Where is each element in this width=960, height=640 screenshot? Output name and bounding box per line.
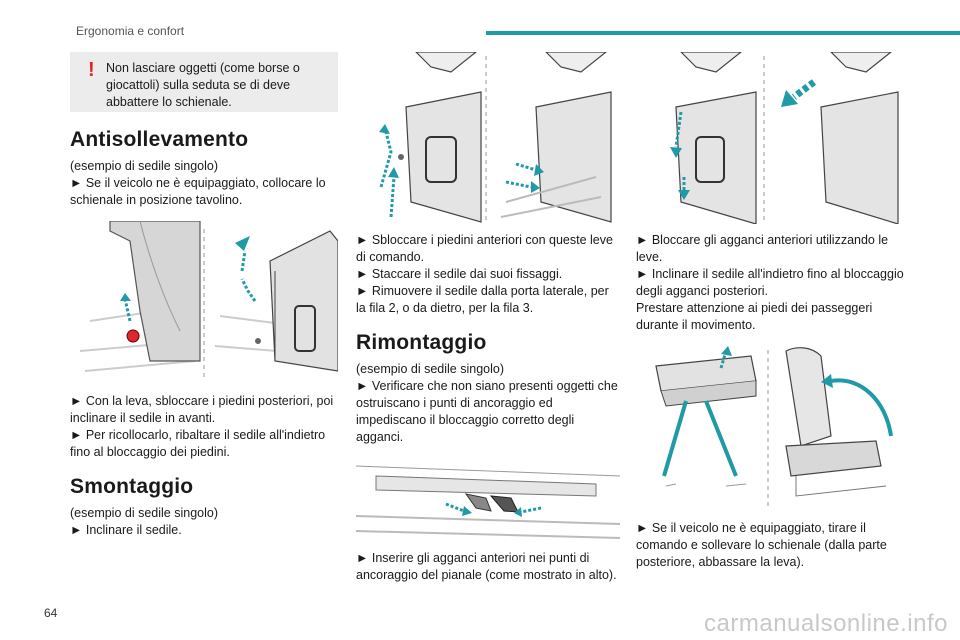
- antisollevamento-step-2: ► Con la leva, sbloccare i piedini poste…: [70, 394, 334, 425]
- antisollevamento-example: (esempio di sedile singolo): [70, 159, 218, 173]
- watermark: carmanualsonline.info: [704, 610, 948, 637]
- anchor-hook-illustration: [356, 465, 620, 539]
- rimontaggio-example: (esempio di sedile singolo): [356, 362, 504, 376]
- rimontaggio-step-1: ► Verificare che non siano presenti ogge…: [356, 379, 618, 444]
- heading-smontaggio: Smontaggio: [70, 475, 194, 498]
- exclamation-icon: !: [88, 59, 95, 81]
- schienale-step: ► Se il veicolo ne è equipaggiato, tirar…: [636, 521, 887, 569]
- smontaggio-step-2: ► Sbloccare i piedini anteriori con ques…: [356, 233, 613, 264]
- warning-text: Non lasciare oggetti (come borse o gioca…: [106, 61, 300, 109]
- header-accent-bar: [486, 31, 960, 35]
- seat-tilt-illustration: [70, 221, 338, 385]
- heading-antisollevamento: Antisollevamento: [70, 128, 249, 151]
- figure-smontaggio: [356, 52, 620, 224]
- backrest-lift-illustration: [655, 346, 893, 510]
- bloccaggio-step-1: ► Bloccare gli agganci anteriori utilizz…: [636, 233, 889, 264]
- antisollevamento-step-3: ► Per ricollocarlo, ribaltare il sedile …: [70, 428, 326, 459]
- bloccaggio-step-2: ► Inclinare il sedile all'indietro fino …: [636, 267, 904, 298]
- figure-schienale: [636, 346, 906, 512]
- smontaggio-example: (esempio di sedile singolo): [70, 506, 218, 520]
- bloccaggio-caution: Prestare attenzione ai piedi dei passegg…: [636, 301, 873, 332]
- figure-rimontaggio: [356, 456, 620, 540]
- column-2: ► Sbloccare i piedini anteriori con ques…: [356, 52, 620, 584]
- column-3: ► Bloccare gli agganci anteriori utilizz…: [636, 52, 906, 571]
- heading-rimontaggio: Rimontaggio: [356, 331, 487, 354]
- seat-unlock-illustration: [379, 52, 612, 223]
- warning-box: ! Non lasciare oggetti (come borse o gio…: [70, 52, 338, 112]
- rimontaggio-step-2: ► Inserire gli agganci anteriori nei pun…: [356, 551, 617, 582]
- figure-antisollevamento: [70, 221, 338, 385]
- seat-lock-illustration: [670, 52, 899, 224]
- page-number: 64: [44, 606, 58, 620]
- smontaggio-step: ► Inclinare il sedile.: [70, 523, 182, 537]
- column-1: ! Non lasciare oggetti (come borse o gio…: [70, 52, 338, 539]
- smontaggio-step-3: ► Staccare il sedile dai suoi fissaggi.: [356, 267, 563, 281]
- smontaggio-step-4: ► Rimuovere il sedile dalla porta latera…: [356, 284, 609, 315]
- figure-bloccaggio: [636, 52, 906, 224]
- section-title: Ergonomia e confort: [76, 24, 185, 38]
- antisollevamento-step: ► Se il veicolo ne è equipaggiato, collo…: [70, 176, 326, 207]
